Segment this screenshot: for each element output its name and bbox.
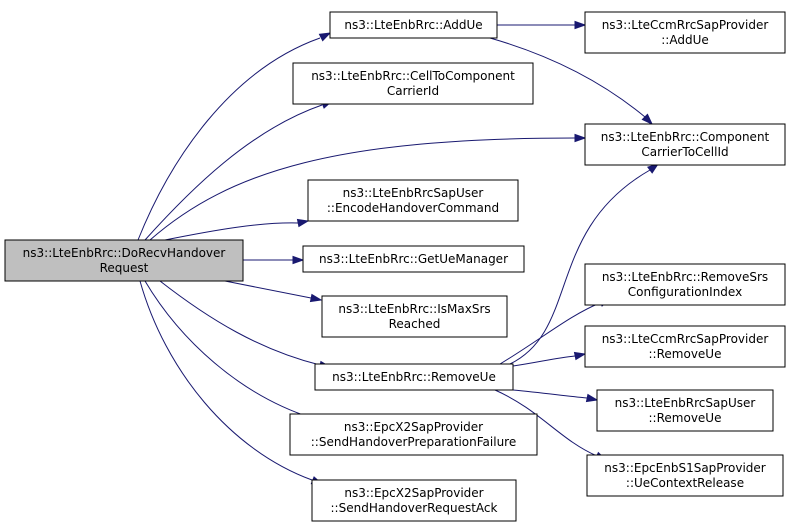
edge-line — [224, 280, 312, 299]
node-box — [596, 389, 774, 432]
node-label-line: ns3::LteEnbRrc::CellToComponent — [311, 69, 515, 83]
node-removeue[interactable]: ns3::LteEnbRrc::RemoveUe — [314, 363, 514, 391]
node-getue[interactable]: ns3::LteEnbRrc::GetUeManager — [302, 245, 525, 273]
node-label-line: CarrierId — [387, 84, 439, 98]
edge-arrowhead — [585, 393, 599, 403]
edge-root-to-getue — [243, 255, 305, 265]
node-label-line: ::EncodeHandoverCommand — [327, 201, 499, 215]
edge-addue-to-ccm_addue — [497, 20, 587, 30]
node-label-line: ns3::LteEnbRrc::DoRecvHandover — [23, 246, 226, 260]
node-label-line: ns3::LteEnbRrc::IsMaxSrs — [338, 302, 490, 316]
edge-line — [144, 280, 313, 419]
edge-line — [509, 169, 651, 365]
node-box — [584, 325, 786, 368]
node-box — [307, 179, 519, 222]
node-box — [586, 454, 784, 497]
node-label-line: ::RemoveUe — [649, 411, 722, 425]
edge-arrowhead — [574, 20, 587, 30]
edge-line — [499, 302, 601, 365]
node-label-line: ::AddUe — [661, 33, 708, 47]
edge-line — [489, 37, 646, 118]
node-label-line: Request — [100, 261, 149, 275]
node-removesrs[interactable]: ns3::LteEnbRrc::RemoveSrsConfigurationIn… — [584, 263, 786, 306]
node-box — [584, 123, 786, 166]
node-label-line: ns3::EpcEnbS1SapProvider — [604, 461, 765, 475]
node-label-line: ns3::LteEnbRrcSapUser — [615, 396, 756, 410]
node-sap_removeue[interactable]: ns3::LteEnbRrcSapUser::RemoveUe — [596, 389, 774, 432]
node-label-line: ns3::EpcX2SapProvider — [344, 486, 483, 500]
edge-arrowhead — [309, 293, 323, 303]
edge-root-to-addue — [137, 32, 332, 241]
node-label-line: ns3::LteCcmRrcSapProvider — [602, 18, 769, 32]
node-label-line: ns3::LteEnbRrc::GetUeManager — [319, 252, 508, 266]
node-label-line: ::SendHandoverPreparationFailure — [311, 435, 516, 449]
edge-root-to-removeue — [159, 280, 332, 370]
node-label-line: ns3::LteEnbRrc::RemoveSrs — [602, 270, 768, 284]
edge-removeue-to-sap_removeue — [512, 389, 599, 403]
node-box — [289, 413, 538, 456]
node-label-line: Reached — [389, 317, 441, 331]
edge-line — [512, 389, 588, 399]
node-prepfail[interactable]: ns3::EpcX2SapProvider::SendHandoverPrepa… — [289, 413, 538, 456]
edge-removeue-to-cc2cell — [509, 163, 660, 365]
edge-arrowhead — [641, 113, 654, 126]
edge-root-to-encode — [164, 218, 310, 241]
edge-arrowhead — [647, 163, 660, 174]
edge-removeue-to-ccm_removeue — [512, 351, 587, 367]
edge-line — [494, 389, 598, 457]
node-label-line: ns3::LteEnbRrc::Component — [601, 130, 770, 144]
node-uectxrel[interactable]: ns3::EpcEnbS1SapProvider::UeContextRelea… — [586, 454, 784, 497]
node-label-line: ::UeContextRelease — [626, 476, 744, 490]
node-ccm_removeue[interactable]: ns3::LteCcmRrcSapProvider::RemoveUe — [584, 325, 786, 368]
nodes-layer: ns3::LteEnbRrc::DoRecvHandoverRequestns3… — [4, 11, 786, 522]
node-addue[interactable]: ns3::LteEnbRrc::AddUe — [329, 11, 498, 39]
edge-line — [144, 104, 323, 241]
edge-root-to-cell2cc — [144, 100, 334, 241]
node-box — [329, 11, 498, 39]
node-box — [4, 239, 244, 282]
node-box — [584, 11, 786, 54]
edge-arrowhead — [573, 351, 587, 361]
node-label-line: CarrierToCellId — [641, 145, 728, 159]
node-label-line: ConfigurationIndex — [628, 285, 742, 299]
node-label-line: ns3::LteEnbRrcSapUser — [343, 186, 484, 200]
edge-arrowhead — [318, 32, 332, 42]
node-box — [292, 62, 534, 105]
node-label-line: ns3::LteEnbRrc::AddUe — [344, 18, 482, 32]
edge-arrowhead — [292, 255, 305, 265]
node-reqack[interactable]: ns3::EpcX2SapProvider::SendHandoverReque… — [311, 479, 517, 522]
edge-root-to-cc2cell — [149, 133, 587, 241]
node-ccm_addue[interactable]: ns3::LteCcmRrcSapProvider::AddUe — [584, 11, 786, 54]
node-label-line: ns3::EpcX2SapProvider — [344, 420, 483, 434]
edge-root-to-ismax — [224, 280, 323, 303]
node-box — [314, 363, 514, 391]
node-box — [321, 295, 508, 338]
node-box — [584, 263, 786, 306]
edge-root-to-prepfail — [144, 280, 324, 423]
node-label-line: ns3::LteCcmRrcSapProvider — [602, 332, 769, 346]
node-encode[interactable]: ns3::LteEnbRrcSapUser::EncodeHandoverCom… — [307, 179, 519, 222]
edge-line — [159, 280, 321, 366]
edge-line — [139, 280, 313, 481]
edge-line — [137, 37, 321, 241]
edge-line — [512, 355, 576, 367]
edge-line — [164, 222, 299, 241]
node-box — [311, 479, 517, 522]
node-label-line: ::RemoveUe — [649, 347, 722, 361]
edge-line — [149, 137, 576, 241]
node-label-line: ::SendHandoverRequestAck — [331, 501, 498, 515]
node-box — [302, 245, 525, 273]
node-label-line: ns3::LteEnbRrc::RemoveUe — [332, 370, 496, 384]
edge-addue-to-cc2cell — [489, 37, 654, 126]
edge-arrowhead — [574, 133, 587, 143]
edge-arrowhead — [296, 218, 310, 228]
